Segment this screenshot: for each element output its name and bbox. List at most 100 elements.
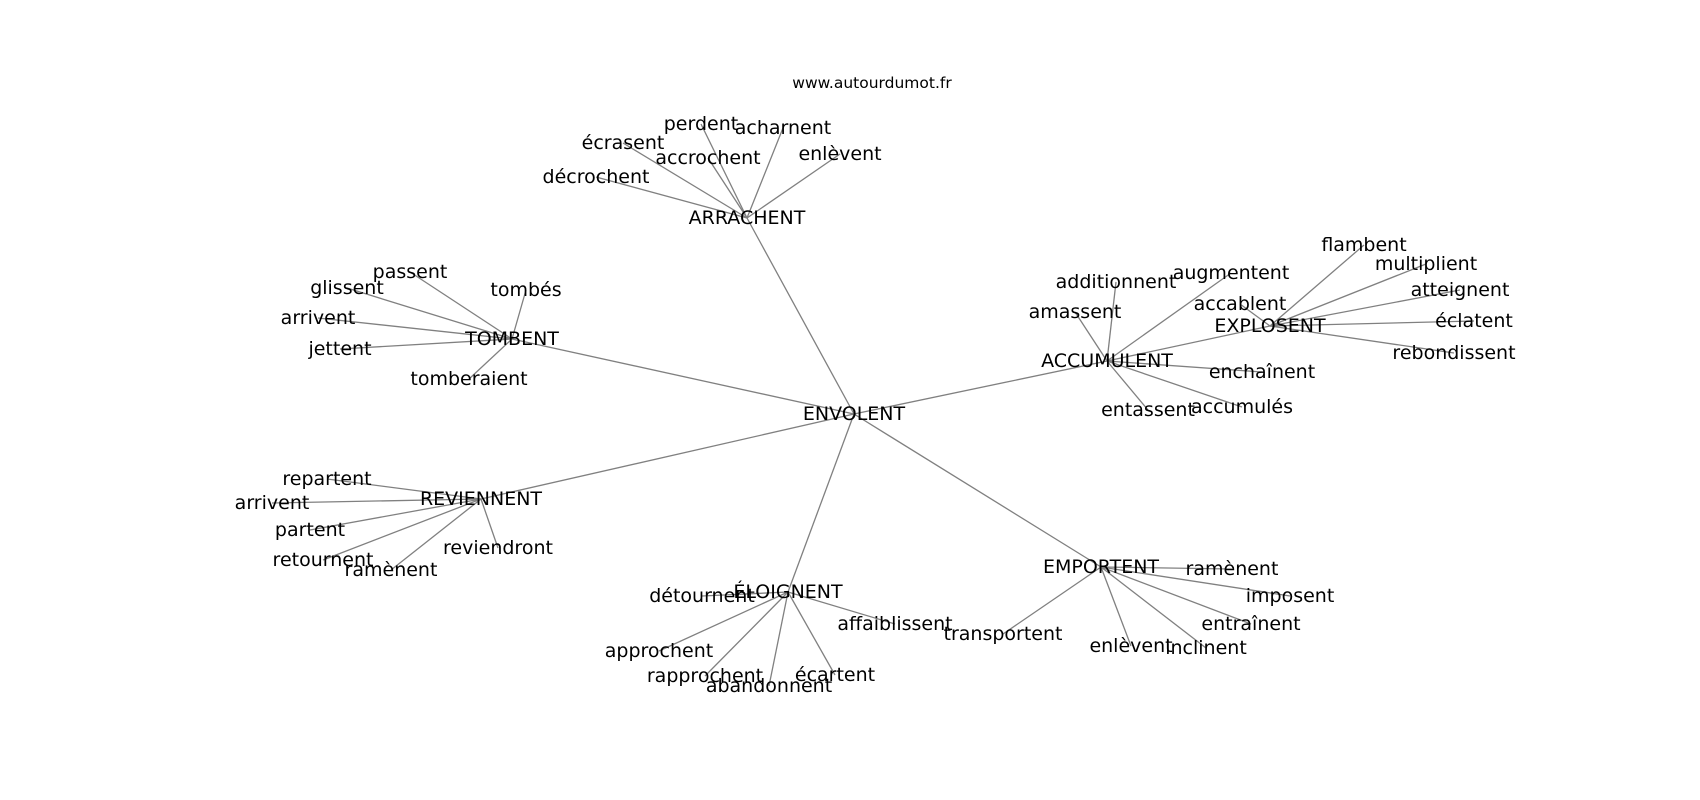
node-label: enlèvent — [1089, 635, 1172, 657]
node-label: reviendront — [443, 537, 553, 559]
node-label: EXPLOSENT — [1214, 315, 1326, 337]
graph-edge — [707, 157, 748, 219]
graph-edge — [1100, 566, 1252, 625]
site-url: www.autourdumot.fr — [792, 74, 952, 92]
graph-edge — [1269, 263, 1427, 327]
graph-edge — [853, 413, 1102, 568]
graph-edge — [1106, 360, 1243, 408]
graph-edge — [1269, 320, 1475, 327]
node-label: glissent — [310, 277, 384, 299]
node-label: tombés — [490, 279, 561, 301]
node-label: ramènent — [1186, 558, 1279, 580]
graph-edge — [1239, 303, 1271, 327]
node-label: augmentent — [1173, 262, 1290, 284]
node-label: REVIENNENT — [420, 488, 542, 510]
graph-edge — [622, 142, 748, 219]
graph-edge — [595, 176, 748, 219]
node-label: retournent — [273, 549, 374, 571]
node-label: multiplient — [1375, 253, 1477, 275]
node-label: écrasent — [582, 132, 665, 154]
graph-edge — [1106, 325, 1271, 362]
node-label: amassent — [1029, 301, 1122, 323]
graph-edge — [309, 498, 482, 531]
graph-edge — [1106, 360, 1263, 373]
graph-edge — [480, 413, 855, 500]
graph-edge — [1002, 566, 1102, 635]
node-label: entassent — [1101, 399, 1195, 421]
node-label: enlèvent — [798, 143, 881, 165]
node-label: ACCUMULENT — [1041, 350, 1173, 372]
node-label: arrivent — [281, 307, 356, 329]
node-label: abandonnent — [706, 675, 832, 697]
graph-edge — [511, 289, 527, 340]
graph-edge — [1106, 281, 1117, 362]
node-label: flambent — [1321, 234, 1406, 256]
node-label: inclinent — [1165, 637, 1247, 659]
graph-edge — [322, 498, 482, 561]
graph-edge — [787, 413, 855, 593]
node-label: additionnent — [1056, 271, 1177, 293]
node-label: jettent — [307, 338, 371, 360]
graph-edge — [1100, 566, 1132, 647]
node-label: affaiblissent — [837, 613, 952, 635]
graph-edge — [787, 591, 896, 625]
graph-edge — [853, 360, 1108, 415]
graph-edge — [746, 127, 784, 219]
graph-edge — [1100, 566, 1233, 570]
graph-edge — [317, 317, 513, 340]
graph-edge — [409, 271, 513, 340]
node-label: accrochent — [655, 147, 760, 169]
node-label: entraînent — [1201, 613, 1300, 635]
graph-edge — [511, 338, 855, 415]
graph-edge — [1269, 289, 1461, 327]
node-label: perdent — [664, 113, 738, 135]
node-label: ÉLOIGNENT — [733, 580, 843, 603]
graph-edge — [1269, 244, 1365, 327]
node-label: ARRACHENT — [689, 207, 806, 229]
graph-edge — [1100, 566, 1291, 597]
node-label: écartent — [795, 664, 875, 686]
node-label: imposent — [1246, 585, 1335, 607]
node-label: éclatent — [1435, 310, 1513, 332]
graph-edge — [787, 591, 836, 676]
node-label: enchaînent — [1209, 361, 1315, 383]
node-label: repartent — [282, 468, 371, 490]
graph-edge — [480, 498, 499, 549]
graph-edge — [704, 591, 789, 677]
graph-edge — [701, 591, 789, 597]
node-label: approchent — [605, 640, 713, 662]
graph-edges — [271, 123, 1475, 687]
node-label: détournent — [649, 585, 755, 607]
graph-edge — [1100, 566, 1207, 649]
node-label: tomberaient — [410, 368, 527, 390]
node-label: acharnent — [735, 117, 831, 139]
node-label: partent — [275, 519, 345, 541]
graph-edge — [700, 123, 748, 219]
graph-edge — [1106, 272, 1232, 362]
node-label: arrivent — [235, 492, 310, 514]
node-label: rapprochent — [647, 665, 763, 687]
graph-edge — [339, 338, 513, 350]
node-label: passent — [373, 261, 448, 283]
graph-edge — [746, 153, 841, 219]
node-label: EMPORTENT — [1043, 556, 1159, 578]
node-label: atteignent — [1411, 279, 1510, 301]
node-label: transportent — [944, 623, 1063, 645]
node-label: décrochent — [543, 166, 650, 188]
node-label: ENVOLENT — [803, 403, 906, 425]
node-label: ramènent — [345, 559, 438, 581]
node-label: rebondissent — [1392, 342, 1515, 364]
graph-edge — [746, 217, 855, 415]
graph-edge — [346, 287, 513, 340]
graph-edge — [658, 591, 789, 652]
graph-edge — [468, 338, 513, 380]
graph-edge — [768, 591, 789, 687]
graph-edge — [1074, 311, 1108, 362]
node-label: accablent — [1194, 293, 1287, 315]
graph-edge — [390, 498, 482, 571]
node-label: accumulés — [1191, 396, 1293, 418]
graph-edge — [1106, 360, 1149, 411]
graph-edge — [271, 498, 482, 504]
